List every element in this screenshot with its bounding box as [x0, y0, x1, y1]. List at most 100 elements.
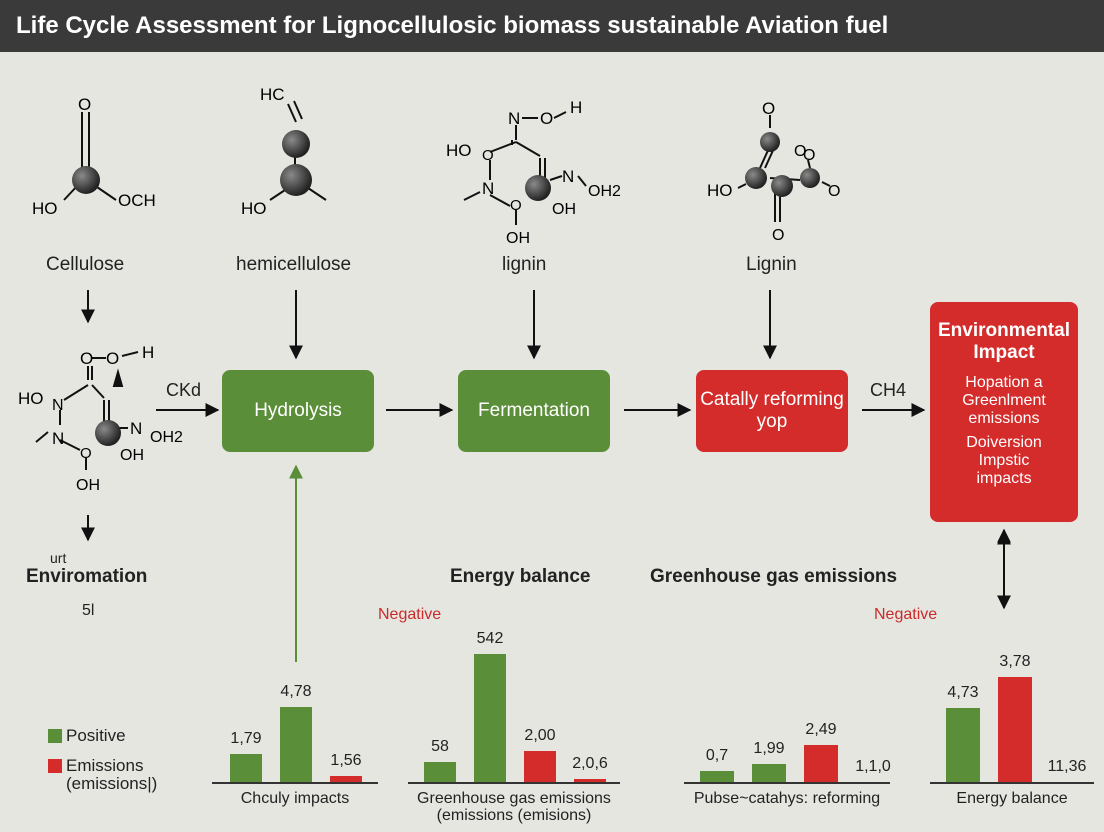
chart-xlabel: Pubse~catahys: reforming [693, 790, 881, 807]
page-title: Life Cycle Assessment for Lignocellulosi… [16, 12, 889, 39]
atom-label: OCH [118, 191, 156, 210]
atom-label: O [510, 197, 522, 214]
legend-positive-label: Positive [66, 726, 126, 745]
atom-label: O [78, 95, 91, 114]
env-impact-line: Impstic [978, 452, 1030, 469]
cellulose-atom [72, 166, 100, 194]
atom-label: OH [120, 447, 144, 464]
env-impact-line: Doiversion [966, 434, 1042, 451]
legend-emissions-sub-label: (emissions|) [66, 774, 158, 793]
chart-value-label: 4,73 [947, 684, 979, 702]
env-impact-line: Hopation a [965, 374, 1043, 391]
atom-label: O [794, 143, 806, 160]
atom-label: O [80, 349, 93, 368]
chart-value-label: 542 [476, 630, 504, 648]
atom-label: O [828, 183, 840, 200]
hemicellulose-label: hemicellulose [236, 254, 352, 275]
chart-baseline [684, 782, 890, 784]
atom-label: O [772, 227, 784, 244]
atom-label: HO [241, 199, 267, 218]
catalytic-label-line: Catally reforming [700, 389, 844, 410]
chart-bar [752, 764, 786, 782]
catalytic-label-line: yop [756, 411, 788, 432]
atom-label: N [482, 179, 494, 198]
chart-bar [700, 771, 734, 782]
atom-label: OH [76, 477, 100, 494]
arrow-label: CH4 [870, 380, 907, 400]
lignin2-atom [760, 132, 780, 152]
chart-value-label: 3,78 [999, 652, 1031, 670]
chart-xlabel: Chculy impacts [240, 790, 350, 807]
lignin2-atom [745, 167, 767, 189]
env-impact-line: Greenlment [962, 392, 1046, 409]
chart-value-label: 2,00 [524, 726, 556, 744]
atom-label: HO [446, 141, 472, 160]
side-molecule [35, 351, 139, 470]
env-impact-line: impacts [976, 470, 1032, 487]
atom-label: OH [506, 230, 530, 247]
chart-bar [474, 654, 506, 782]
atom-label: O [106, 349, 119, 368]
env-impact-title-line: Environmental [938, 320, 1070, 341]
section-title-energy: Energy balance [450, 566, 591, 587]
chart-xlabel: Greenhouse gas emissions [417, 790, 611, 807]
chart-bar [524, 750, 556, 782]
chart-value-label: 0,7 [705, 747, 729, 765]
atom-label: HO [18, 389, 44, 408]
chart-value-label: 58 [431, 737, 449, 755]
chart-value-label: 1,56 [330, 751, 362, 769]
legend-emissions-label: Emissions [66, 756, 144, 775]
env-impact-title-line: Impact [973, 342, 1035, 363]
atom-label: H [570, 98, 582, 117]
atom-label: N [130, 419, 142, 438]
chart-value-label: 1,1,0 [855, 758, 891, 775]
chart-bar [574, 778, 606, 782]
chart-value-label: 2,0,6 [572, 754, 608, 772]
chart-bar [998, 676, 1032, 782]
chart-xlabel: Energy balance [956, 790, 1068, 807]
lignin-molecule [463, 111, 587, 225]
env-impact-line: emissions [968, 410, 1040, 427]
hemicellulose-atom [280, 164, 312, 196]
side-atom [95, 420, 121, 446]
atom-label: HO [32, 199, 58, 218]
lignin2-atom [800, 168, 820, 188]
atom-label: O [762, 99, 775, 118]
chart-bar [330, 775, 362, 782]
chart-bar [230, 754, 262, 782]
chart-value-label: 11,36 [1047, 758, 1087, 775]
atom-label: O [803, 147, 815, 164]
chart-bar [804, 745, 838, 782]
side-value-label: 5l [82, 602, 95, 619]
chart-baseline [408, 782, 620, 784]
atom-label: O [482, 147, 494, 164]
chart-bar [280, 707, 312, 782]
atom-label: N [52, 397, 64, 414]
atom-label: OH [552, 201, 576, 218]
lignin2-label: Lignin [746, 254, 797, 275]
flow-arrows [81, 290, 1011, 610]
environmental-impact-box: Environmental Impact Hopation a Greenlme… [930, 302, 1078, 522]
side-main-label: Enviromation [26, 566, 148, 587]
chart-bar [424, 761, 456, 782]
atom-label: O [540, 109, 553, 128]
fermentation-box: Fermentation [458, 370, 610, 452]
chart-bar [946, 708, 980, 782]
atom-label: N [508, 109, 520, 128]
negative-label: Negative [378, 606, 442, 623]
chart-baseline [212, 782, 378, 784]
atom-label: N [562, 167, 574, 186]
section-title-ghg: Greenhouse gas emissions [650, 566, 898, 587]
lignin-label: lignin [502, 254, 547, 275]
chart-baseline [930, 782, 1094, 784]
negative-label: Negative [874, 606, 938, 623]
hydrolysis-box: Hydrolysis [222, 370, 374, 452]
side-small-label: urt [50, 550, 67, 566]
hemicellulose-atom [282, 130, 310, 158]
hydrolysis-label: Hydrolysis [254, 400, 342, 421]
atom-label: N [52, 429, 64, 448]
lignin2-atom [771, 175, 793, 197]
fermentation-label: Fermentation [478, 400, 590, 421]
lignin-atom [525, 175, 551, 201]
